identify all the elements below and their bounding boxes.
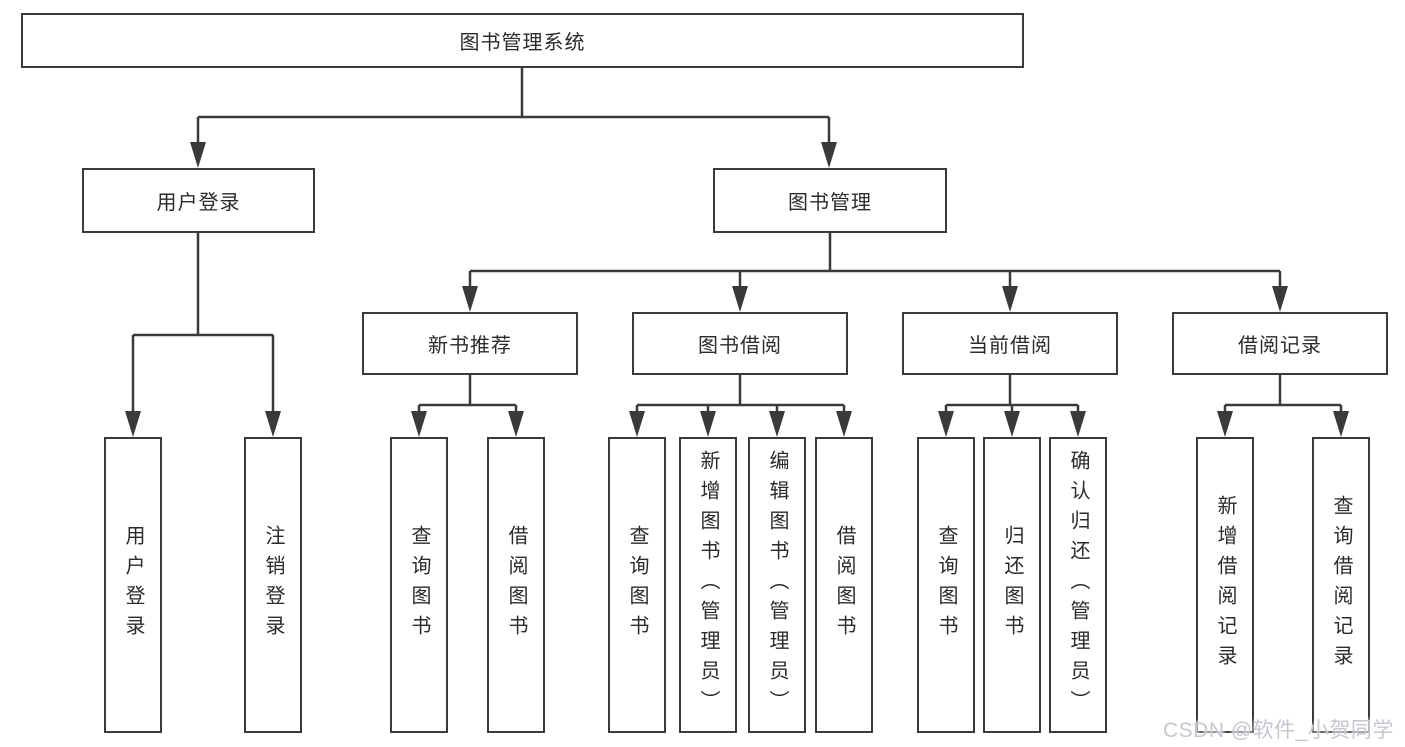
node-query-books-recommend: 查询图书 [390, 437, 448, 733]
csdn-watermark: CSDN @软件_小贺同学 [1163, 719, 1394, 742]
arrow-down-icon [508, 411, 524, 437]
arrow-down-icon [1333, 411, 1349, 437]
arrow-down-icon [769, 411, 785, 437]
node-add-borrow-record: 新增借阅记录 [1196, 437, 1254, 733]
node-edit-book-admin: 编辑图书（管理员） [748, 437, 806, 733]
connector-path [131, 68, 1343, 415]
arrow-down-icon [265, 411, 281, 437]
node-return-books: 归还图书 [983, 437, 1041, 733]
node-borrow-records: 借阅记录 [1172, 312, 1388, 375]
node-query-books-current: 查询图书 [917, 437, 975, 733]
arrow-down-icon [411, 411, 427, 437]
node-borrow-books-recommend: 借阅图书 [487, 437, 545, 733]
arrow-down-icon [821, 142, 837, 168]
node-current-borrow: 当前借阅 [902, 312, 1118, 375]
node-query-borrow-record: 查询借阅记录 [1312, 437, 1370, 733]
node-new-book-recommend: 新书推荐 [362, 312, 578, 375]
node-user-login-leaf: 用户登录 [104, 437, 162, 733]
arrow-down-icon [1002, 286, 1018, 312]
arrow-down-icon [629, 411, 645, 437]
arrow-down-icon [1070, 411, 1086, 437]
arrow-down-icon [836, 411, 852, 437]
arrow-down-icon [190, 142, 206, 168]
node-root: 图书管理系统 [21, 13, 1024, 68]
arrow-down-icon [1217, 411, 1233, 437]
arrow-down-icon [700, 411, 716, 437]
node-book-borrow: 图书借阅 [632, 312, 848, 375]
arrow-down-icon [125, 411, 141, 437]
arrow-down-icon [938, 411, 954, 437]
node-borrow-books-leaf: 借阅图书 [815, 437, 873, 733]
node-confirm-return-admin: 确认归还（管理员） [1049, 437, 1107, 733]
arrowheads [125, 142, 1349, 437]
node-logout-leaf: 注销登录 [244, 437, 302, 733]
arrow-down-icon [1272, 286, 1288, 312]
arrow-down-icon [462, 286, 478, 312]
arrow-down-icon [1004, 411, 1020, 437]
node-query-books-borrow: 查询图书 [608, 437, 666, 733]
arrow-down-icon [732, 286, 748, 312]
node-add-book-admin: 新增图书（管理员） [679, 437, 737, 733]
node-book-management: 图书管理 [713, 168, 947, 233]
node-user-login: 用户登录 [82, 168, 315, 233]
